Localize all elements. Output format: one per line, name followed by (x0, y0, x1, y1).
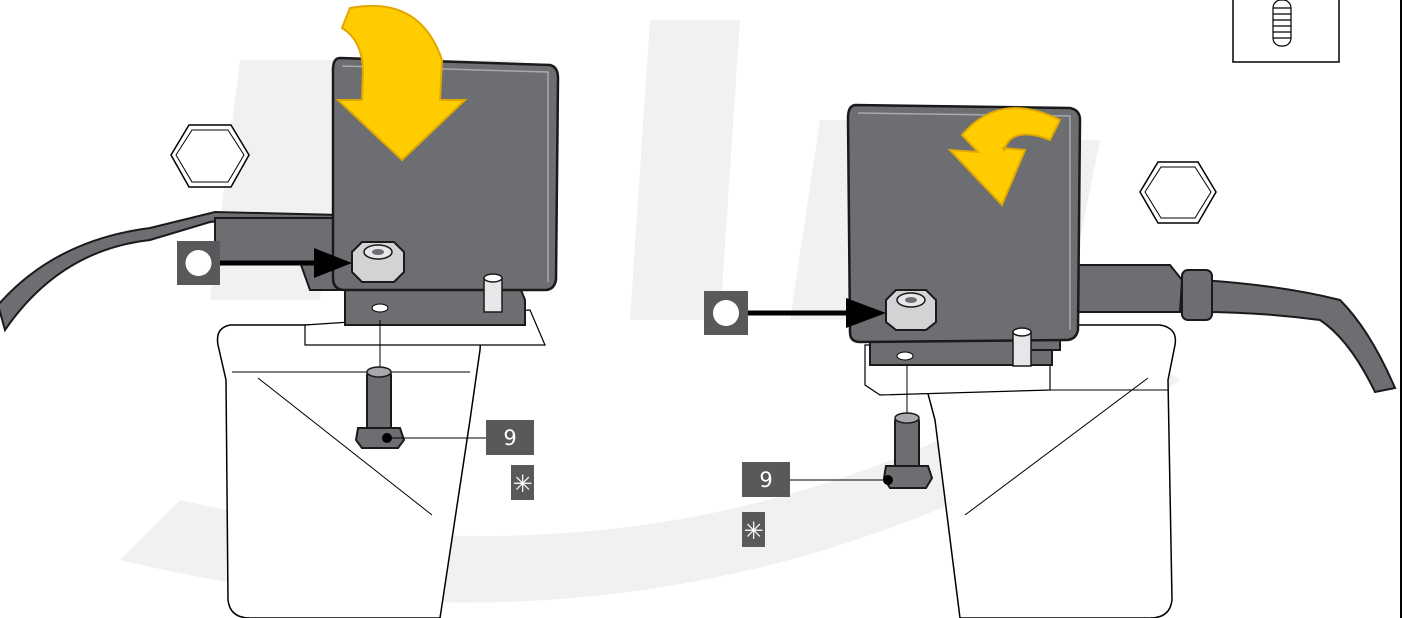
spring-coil-icon (1233, 0, 1339, 62)
left-leader-dot (382, 433, 392, 443)
left-torque-label: 9 (503, 426, 516, 450)
left-bracket-hole (372, 304, 388, 312)
left-stud-pin (484, 274, 502, 312)
right-leader-dot (883, 475, 893, 485)
left-base-housing (218, 325, 481, 618)
left-torque-callout: 9 (486, 420, 534, 455)
right-bracket-hole (897, 352, 913, 360)
right-hex-outline-icon (1140, 162, 1216, 223)
right-stud-pin (1013, 328, 1031, 366)
right-cable-ferrule (1182, 270, 1212, 320)
left-symbol-callout: ✳ (511, 465, 534, 500)
right-cover-plate (848, 105, 1080, 342)
left-hex-nut (352, 242, 404, 282)
right-hex-nut (886, 290, 936, 330)
right-torque-label: 9 (759, 468, 772, 492)
left-symbol-label: ✳ (512, 470, 532, 498)
right-torque-callout: 9 (742, 462, 790, 497)
right-symbol-label: ✳ (743, 517, 763, 545)
right-symbol-callout: ✳ (742, 512, 765, 547)
